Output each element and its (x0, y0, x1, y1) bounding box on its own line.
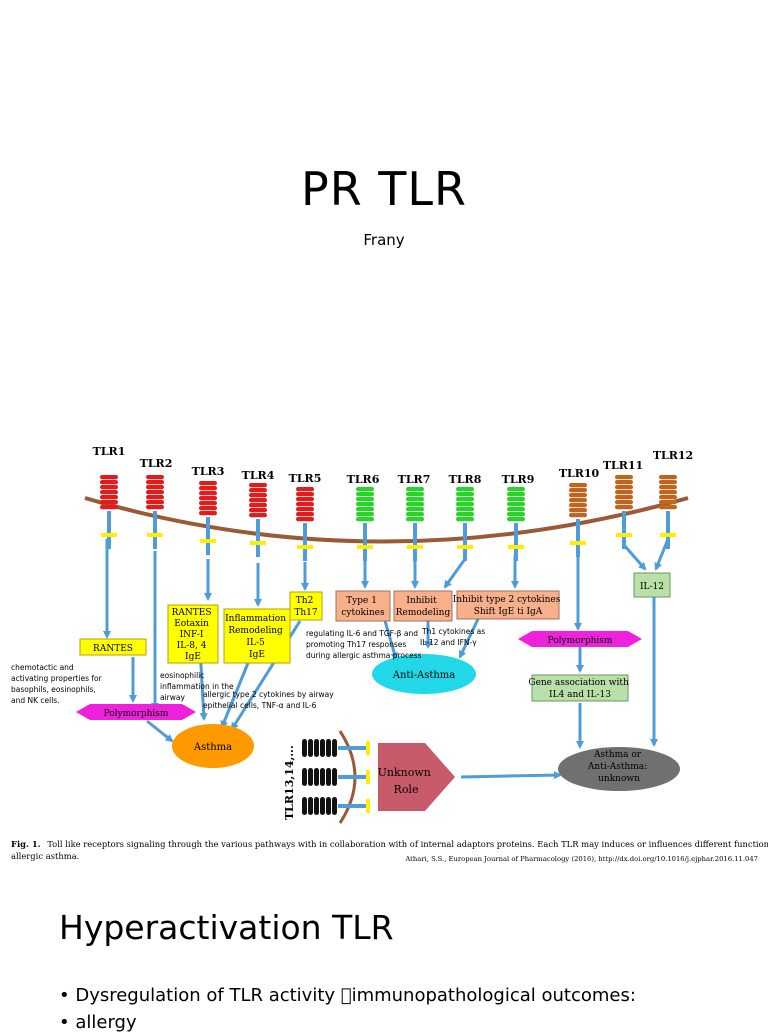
svg-text:Type 1 cytokines: Type 1 cytokines (341, 596, 385, 618)
receptor-tlr1: TLR1 (93, 445, 126, 549)
cell-membrane (84, 496, 689, 544)
figure-citation: Athari, S.S., European Journal of Pharma… (404, 855, 758, 863)
figure-caption: Fig. 1. Toll like receptors signaling th… (11, 839, 768, 849)
receptor-tlr7: TLR7 (398, 473, 431, 561)
polymorphism-right: Polymorphism (518, 631, 642, 647)
tlr3-box: RANTES Eotaxin INF-I IL-8, 4 IgE (167, 604, 219, 664)
receptor-tlr9: TLR9 (502, 473, 535, 561)
svg-text:Polymorphism: Polymorphism (104, 709, 169, 719)
anti-asthma-node: Anti-Asthma (372, 654, 476, 694)
figure-caption-line2: allergic asthma. (11, 851, 79, 861)
receptor-label: TLR5 (289, 472, 322, 485)
svg-text:Asthma: Asthma (193, 742, 232, 753)
il12-box: IL-12 (633, 572, 671, 598)
svg-text:Inhibit type 2 cytokines: Inhibit type 2 cytokines Shift IgE ti Ig… (453, 595, 564, 617)
receptor-label: TLR11 (603, 459, 643, 472)
receptor-label: TLR4 (242, 469, 275, 482)
svg-text:Unknown Role: Unknown Role (378, 766, 435, 796)
bullet-2: • allergy (59, 1012, 137, 1033)
svg-text:IL-12: IL-12 (640, 582, 664, 592)
svg-text:Inhibit Remodeling: Inhibit Remodeling (396, 596, 451, 618)
unknown-receptor (302, 797, 370, 815)
svg-text:Asthma or Anti-Asthma:: Asthma or Anti-Asthma: unknown (587, 750, 650, 784)
receptor-label: TLR6 (347, 473, 380, 486)
receptor-label: TLR10 (559, 467, 600, 480)
svg-text:Anti-Asthma: Anti-Asthma (392, 670, 456, 681)
tlr6-box: Type 1 cytokines (335, 590, 391, 622)
tlr5-box: Th2 Th17 (289, 591, 323, 621)
receptor-tlr2: TLR2 (140, 457, 173, 549)
chemotactic-note: chemotactic and activating properties fo… (11, 663, 104, 705)
tlr4-box: Inflammation Remodeling IL-5 IgE (223, 608, 291, 664)
svg-text:Inflammation Remodeling: Inflammation Remodeling IL-5 IgE (225, 614, 289, 660)
asthma-node: Asthma (172, 724, 254, 768)
receptor-tlr4: TLR4 (242, 469, 275, 557)
section-heading: Hyperactivation TLR (59, 908, 394, 947)
svg-text:Gene association with IL: Gene association with IL4 and IL-13 (528, 678, 631, 700)
allergic-note: allergic type 2 cytokines by airway epit… (203, 690, 336, 710)
tlr89-box: Inhibit type 2 cytokines Shift IgE ti Ig… (453, 590, 564, 620)
receptor-label: TLR7 (398, 473, 431, 486)
receptor-label: TLR12 (653, 449, 693, 462)
slide-title: PR TLR (300, 162, 467, 216)
receptor-tlr12: TLR12 (653, 449, 693, 549)
receptor-tlr3: TLR3 (192, 465, 225, 555)
gene-association-box: Gene association with IL4 and IL-13 (528, 674, 631, 702)
receptor-label: TLR2 (140, 457, 173, 470)
unknown-role-arrow: Unknown Role (378, 743, 455, 811)
rantes-box: RANTES (79, 638, 147, 656)
receptor-label: TLR3 (192, 465, 225, 478)
polymorphism-left: Polymorphism (76, 704, 196, 720)
svg-text:Polymorphism: Polymorphism (548, 636, 613, 646)
receptor-label: TLR1 (93, 445, 126, 458)
svg-text:TLR13,14,...: TLR13,14,... (283, 745, 296, 820)
receptor-label: TLR8 (449, 473, 482, 486)
svg-text:Th2 Th17: Th2 Th17 (294, 596, 318, 618)
bullet-1: • Dysregulation of TLR activity immunop… (59, 985, 636, 1006)
receptor-tlr8: TLR8 (449, 473, 482, 561)
regulating-note: regulating IL-6 and TGF-β and promoting … (306, 629, 422, 660)
th1-note: Th1 cytokines as IL-12 and IFN-γ (420, 627, 488, 647)
receptor-tlr5: TLR5 (289, 472, 322, 561)
receptor-tlr10: TLR10 (559, 467, 600, 557)
unknown-receptor (302, 768, 370, 786)
slide-author: Frany (363, 231, 405, 249)
eosinophilic-note: eosinophilic inflammation in the airway (160, 671, 236, 702)
outcome-node: Asthma or Anti-Asthma: unknown (558, 747, 680, 791)
receptor-label: TLR9 (502, 473, 535, 486)
unknown-tlr-group: TLR13,14,... (283, 730, 370, 824)
svg-text:RANTES: RANTES (93, 644, 133, 654)
svg-text:RANTES Eotaxin INF: RANTES Eotaxin INF-I IL-8, 4 IgE (172, 608, 215, 662)
receptor-tlr6: TLR6 (347, 473, 380, 561)
tlr7-box: Inhibit Remodeling (393, 590, 453, 622)
unknown-receptor (302, 739, 370, 757)
receptor-tlr11: TLR11 (603, 459, 643, 549)
